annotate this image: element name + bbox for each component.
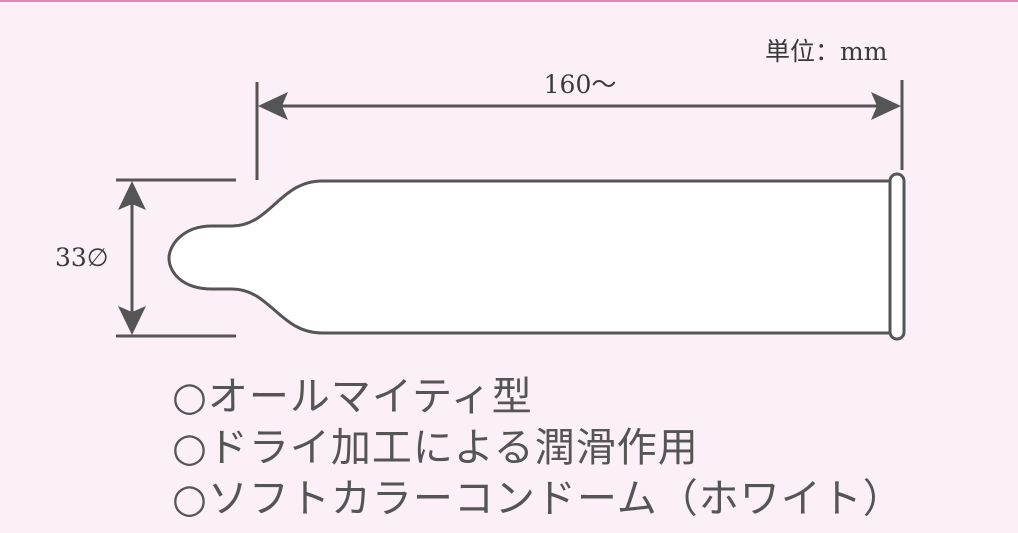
unit-label: 単位：mm xyxy=(765,37,888,66)
condom-rim xyxy=(888,172,906,341)
feature-item-dry-process: ○ドライ加工による潤滑作用 xyxy=(172,425,699,471)
diameter-arrow-bottom xyxy=(118,306,146,335)
top-border xyxy=(0,0,1018,2)
feature-list: ○オールマイティ型 ○ドライ加工による潤滑作用 ○ソフトカラーコンドーム（ホワイ… xyxy=(172,372,1012,525)
length-label: 160〜 xyxy=(544,70,617,99)
length-arrow-right xyxy=(871,92,901,120)
feature-item-soft-color: ○ソフトカラーコンドーム（ホワイト） xyxy=(172,476,904,522)
diameter-label: 33∅ xyxy=(55,243,109,272)
condom-outline xyxy=(167,179,890,335)
diameter-arrow-top xyxy=(118,181,146,210)
length-arrow-left xyxy=(258,92,288,120)
feature-item-allmighty: ○オールマイティ型 xyxy=(172,374,533,420)
